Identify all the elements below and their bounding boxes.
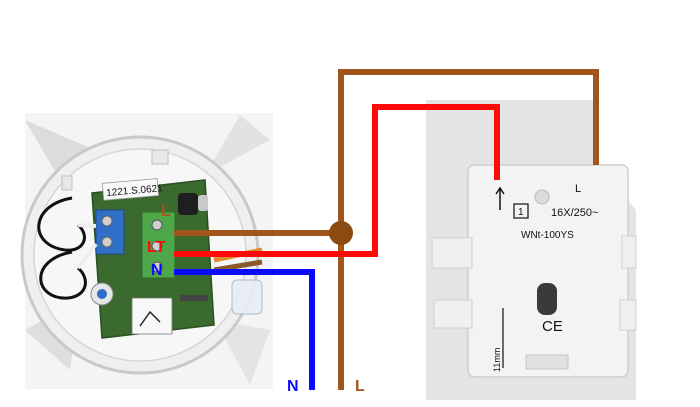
wiring	[174, 69, 599, 390]
switch-number-box	[513, 203, 529, 219]
switch-number: 1	[518, 207, 524, 218]
fan-terminal-L-label: L	[161, 203, 171, 220]
switch-screw-hole	[534, 189, 550, 205]
pcb-label-sticker	[101, 178, 160, 201]
switch-side-tab	[621, 235, 637, 269]
fan-blade	[215, 320, 270, 385]
switch-side-tab	[619, 299, 637, 331]
terminal-screw	[151, 261, 163, 273]
strip-length-label: 11mm	[492, 348, 502, 372]
switch-centre-opening	[537, 283, 557, 315]
switch-side-tab	[433, 299, 473, 329]
fan-terminal-LT-label: LT	[147, 239, 166, 256]
neutral-wire-label: N	[287, 378, 299, 395]
terminal-screw	[151, 219, 163, 231]
capacitor	[178, 193, 198, 215]
pcb-label: 1221.S.0621	[106, 183, 164, 199]
capacitor-cap	[198, 195, 208, 211]
timer-symbol-icon	[139, 310, 161, 327]
ce-mark: CE	[542, 318, 563, 335]
terminal-screw	[101, 236, 113, 248]
wire-neutral	[174, 269, 315, 390]
fan-terminal-N-label: N	[151, 262, 163, 279]
switch-side-tab	[431, 237, 473, 269]
diode	[180, 295, 208, 301]
switch-arrow-icon	[495, 186, 505, 210]
switch-bottom-slot	[525, 354, 569, 370]
internal-wire-loop	[39, 250, 87, 300]
terminal-screw	[151, 240, 163, 252]
switch-body	[467, 164, 629, 378]
timer-sticker	[131, 297, 173, 335]
fan-supply-wire	[213, 259, 263, 273]
mounting-tab	[151, 149, 169, 165]
fan-unit: 1221.S.0621 L LT N	[20, 113, 273, 389]
light-switch-unit: L 1 16X/250~ WNt-100YS CE 11mm	[426, 100, 637, 400]
internal-wire-loop	[37, 196, 86, 252]
live-wire-label: L	[355, 378, 365, 395]
fan-blade	[205, 115, 270, 175]
wago-connector	[231, 279, 263, 315]
terminal-screw	[101, 215, 113, 227]
switch-terminal-L-label: L	[575, 183, 581, 195]
internal-wire	[77, 223, 97, 228]
switch-model: WNt-100YS	[521, 230, 574, 241]
internal-wire	[76, 242, 98, 270]
wire-junction	[329, 221, 353, 245]
switch-rating: 16X/250~	[551, 207, 598, 219]
wire-switched-live	[174, 104, 500, 257]
mounting-tab	[61, 175, 73, 191]
potentiometer-knob	[97, 289, 107, 299]
